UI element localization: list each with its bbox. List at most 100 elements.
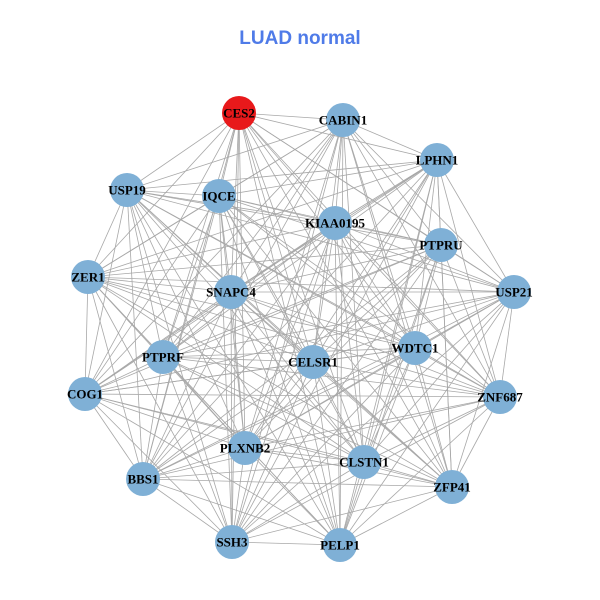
node-label: IQCE <box>202 189 235 204</box>
node-label: ZNF687 <box>477 390 523 405</box>
edge-BBS1-ZFP41 <box>142 478 453 488</box>
node-label: CELSR1 <box>288 355 338 370</box>
edge-CLSTN1-BBS1 <box>142 461 365 480</box>
edge-PTPRU-CELSR1 <box>312 244 442 363</box>
edge-LPHN1-PLXNB2 <box>244 159 438 449</box>
node-circle <box>68 377 102 411</box>
edge-CLSTN1-SSH3 <box>231 461 365 543</box>
node-label: USP21 <box>495 285 533 300</box>
edge-COG1-CLSTN1 <box>84 393 365 463</box>
edge-CELSR1-BBS1 <box>142 361 314 480</box>
edge-PLXNB2-CLSTN1 <box>244 447 365 463</box>
edge-CABIN1-SSH3 <box>231 119 344 543</box>
edge-SNAPC4-WDTC1 <box>230 291 416 349</box>
edge-PTPRU-ZNF687 <box>440 244 501 398</box>
edge-USP19-PTPRF <box>126 189 164 358</box>
edge-USP19-ZNF687 <box>126 189 501 398</box>
edge-PTPRF-PLXNB2 <box>162 356 246 449</box>
node-plxnb2[interactable]: PLXNB2 <box>220 431 271 465</box>
edge-ZER1-SNAPC4 <box>87 276 232 293</box>
edge-CELSR1-PELP1 <box>312 361 341 546</box>
node-bbs1[interactable]: BBS1 <box>126 462 160 496</box>
edge-CELSR1-SSH3 <box>231 361 314 543</box>
edge-ZNF687-PELP1 <box>339 396 501 546</box>
edge-CES2-ZNF687 <box>238 112 501 398</box>
edge-USP21-BBS1 <box>142 291 515 480</box>
edge-PTPRF-ZNF687 <box>162 356 501 398</box>
edge-PTPRU-BBS1 <box>142 244 442 480</box>
node-circle <box>497 275 531 309</box>
edge-IQCE-COG1 <box>84 195 220 395</box>
node-cabin1[interactable]: CABIN1 <box>319 103 367 137</box>
node-kiaa0195[interactable]: KIAA0195 <box>305 206 365 240</box>
node-clstn1[interactable]: CLSTN1 <box>339 445 389 479</box>
node-circle <box>424 228 458 262</box>
edge-BBS1-PELP1 <box>142 478 341 546</box>
edge-ZFP41-PELP1 <box>339 486 453 546</box>
edge-PTPRU-SNAPC4 <box>230 244 442 293</box>
node-circle <box>110 173 144 207</box>
node-celsr1[interactable]: CELSR1 <box>288 345 338 379</box>
diagram-title: LUAD normal <box>239 28 361 49</box>
edge-ZNF687-PLXNB2 <box>244 396 501 449</box>
edge-LPHN1-WDTC1 <box>414 159 438 349</box>
edge-USP19-BBS1 <box>126 189 144 480</box>
edge-USP19-ZFP41 <box>126 189 453 488</box>
edge-COG1-ZFP41 <box>84 393 453 488</box>
node-label: CABIN1 <box>319 113 367 128</box>
edge-CABIN1-PTPRU <box>342 119 442 246</box>
edge-IQCE-ZER1 <box>87 195 220 278</box>
node-label: BBS1 <box>127 472 158 487</box>
edge-CABIN1-ZFP41 <box>342 119 453 488</box>
edge-USP21-ZFP41 <box>451 291 515 488</box>
node-zer1[interactable]: ZER1 <box>71 260 105 294</box>
edge-PTPRF-BBS1 <box>142 356 164 480</box>
edge-LPHN1-USP19 <box>126 159 438 191</box>
edge-WDTC1-PELP1 <box>339 347 416 546</box>
node-circle <box>420 143 454 177</box>
edge-WDTC1-PLXNB2 <box>244 347 416 449</box>
node-cog1[interactable]: COG1 <box>67 377 103 411</box>
edge-LPHN1-PELP1 <box>339 159 438 546</box>
node-lphn1[interactable]: LPHN1 <box>416 143 459 177</box>
node-pelp1[interactable]: PELP1 <box>320 528 360 562</box>
node-snapc4[interactable]: SNAPC4 <box>206 275 256 309</box>
edge-CABIN1-LPHN1 <box>342 119 438 161</box>
node-wdtc1[interactable]: WDTC1 <box>392 331 439 365</box>
node-circle <box>435 470 469 504</box>
node-ptprf[interactable]: PTPRF <box>142 340 184 374</box>
edge-ZFP41-SSH3 <box>231 486 453 543</box>
node-znf687[interactable]: ZNF687 <box>477 380 523 414</box>
node-label: PELP1 <box>320 538 360 553</box>
edge-WDTC1-COG1 <box>84 347 416 395</box>
edge-LPHN1-CLSTN1 <box>363 159 438 463</box>
node-ces2[interactable]: CES2 <box>222 96 256 130</box>
edge-USP19-COG1 <box>84 189 128 395</box>
edge-ZER1-WDTC1 <box>87 276 416 349</box>
edge-USP21-ZNF687 <box>499 291 515 398</box>
edge-PTPRF-CLSTN1 <box>162 356 365 463</box>
edge-KIAA0195-ZER1 <box>87 222 336 278</box>
node-circle <box>296 345 330 379</box>
node-usp21[interactable]: USP21 <box>495 275 533 309</box>
edge-CABIN1-CLSTN1 <box>342 119 365 463</box>
node-circle <box>398 331 432 365</box>
node-ssh3[interactable]: SSH3 <box>215 525 249 559</box>
edge-COG1-ZNF687 <box>84 393 501 398</box>
node-ptpru[interactable]: PTPRU <box>419 228 463 262</box>
edge-PTPRU-WDTC1 <box>414 244 442 349</box>
node-zfp41[interactable]: ZFP41 <box>433 470 471 504</box>
edge-LPHN1-CELSR1 <box>312 159 438 363</box>
edge-IQCE-ZNF687 <box>218 195 501 398</box>
edge-USP21-PELP1 <box>339 291 515 546</box>
node-usp19[interactable]: USP19 <box>108 173 146 207</box>
edge-PLXNB2-PELP1 <box>244 447 341 546</box>
edge-IQCE-WDTC1 <box>218 195 416 349</box>
edge-SNAPC4-BBS1 <box>142 291 232 480</box>
edge-CELSR1-PLXNB2 <box>244 361 314 449</box>
edge-LPHN1-BBS1 <box>142 159 438 480</box>
edge-SNAPC4-PELP1 <box>230 291 341 546</box>
node-iqce[interactable]: IQCE <box>202 179 236 213</box>
edge-USP21-COG1 <box>84 291 515 395</box>
